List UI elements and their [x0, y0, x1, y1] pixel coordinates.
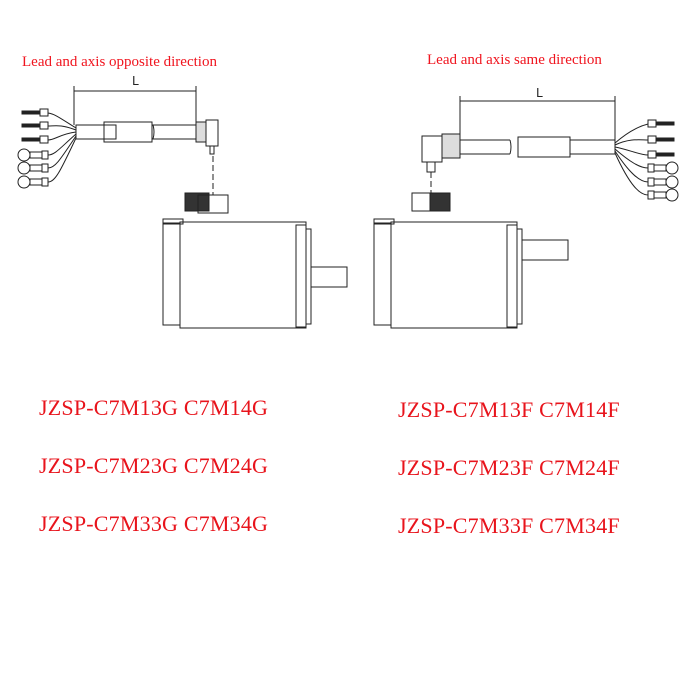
left-diagram [17, 86, 348, 329]
cable-motor-diagram: L L [17, 74, 679, 329]
right-caption: Lead and axis same direction [427, 52, 602, 68]
left-model-1: JZSP-C7M13G C7M14G [39, 395, 269, 420]
right-diagram [373, 96, 679, 329]
left-dimension-label: L [132, 74, 139, 88]
left-model-2: JZSP-C7M23G C7M24G [39, 453, 269, 478]
right-model-2: JZSP-C7M23F C7M24F [398, 455, 620, 480]
right-model-3: JZSP-C7M33F C7M34F [398, 513, 620, 538]
right-model-1: JZSP-C7M13F C7M14F [398, 397, 620, 422]
left-caption: Lead and axis opposite direction [22, 54, 217, 70]
right-dimension-label: L [536, 86, 543, 100]
left-model-3: JZSP-C7M33G C7M34G [39, 511, 269, 536]
